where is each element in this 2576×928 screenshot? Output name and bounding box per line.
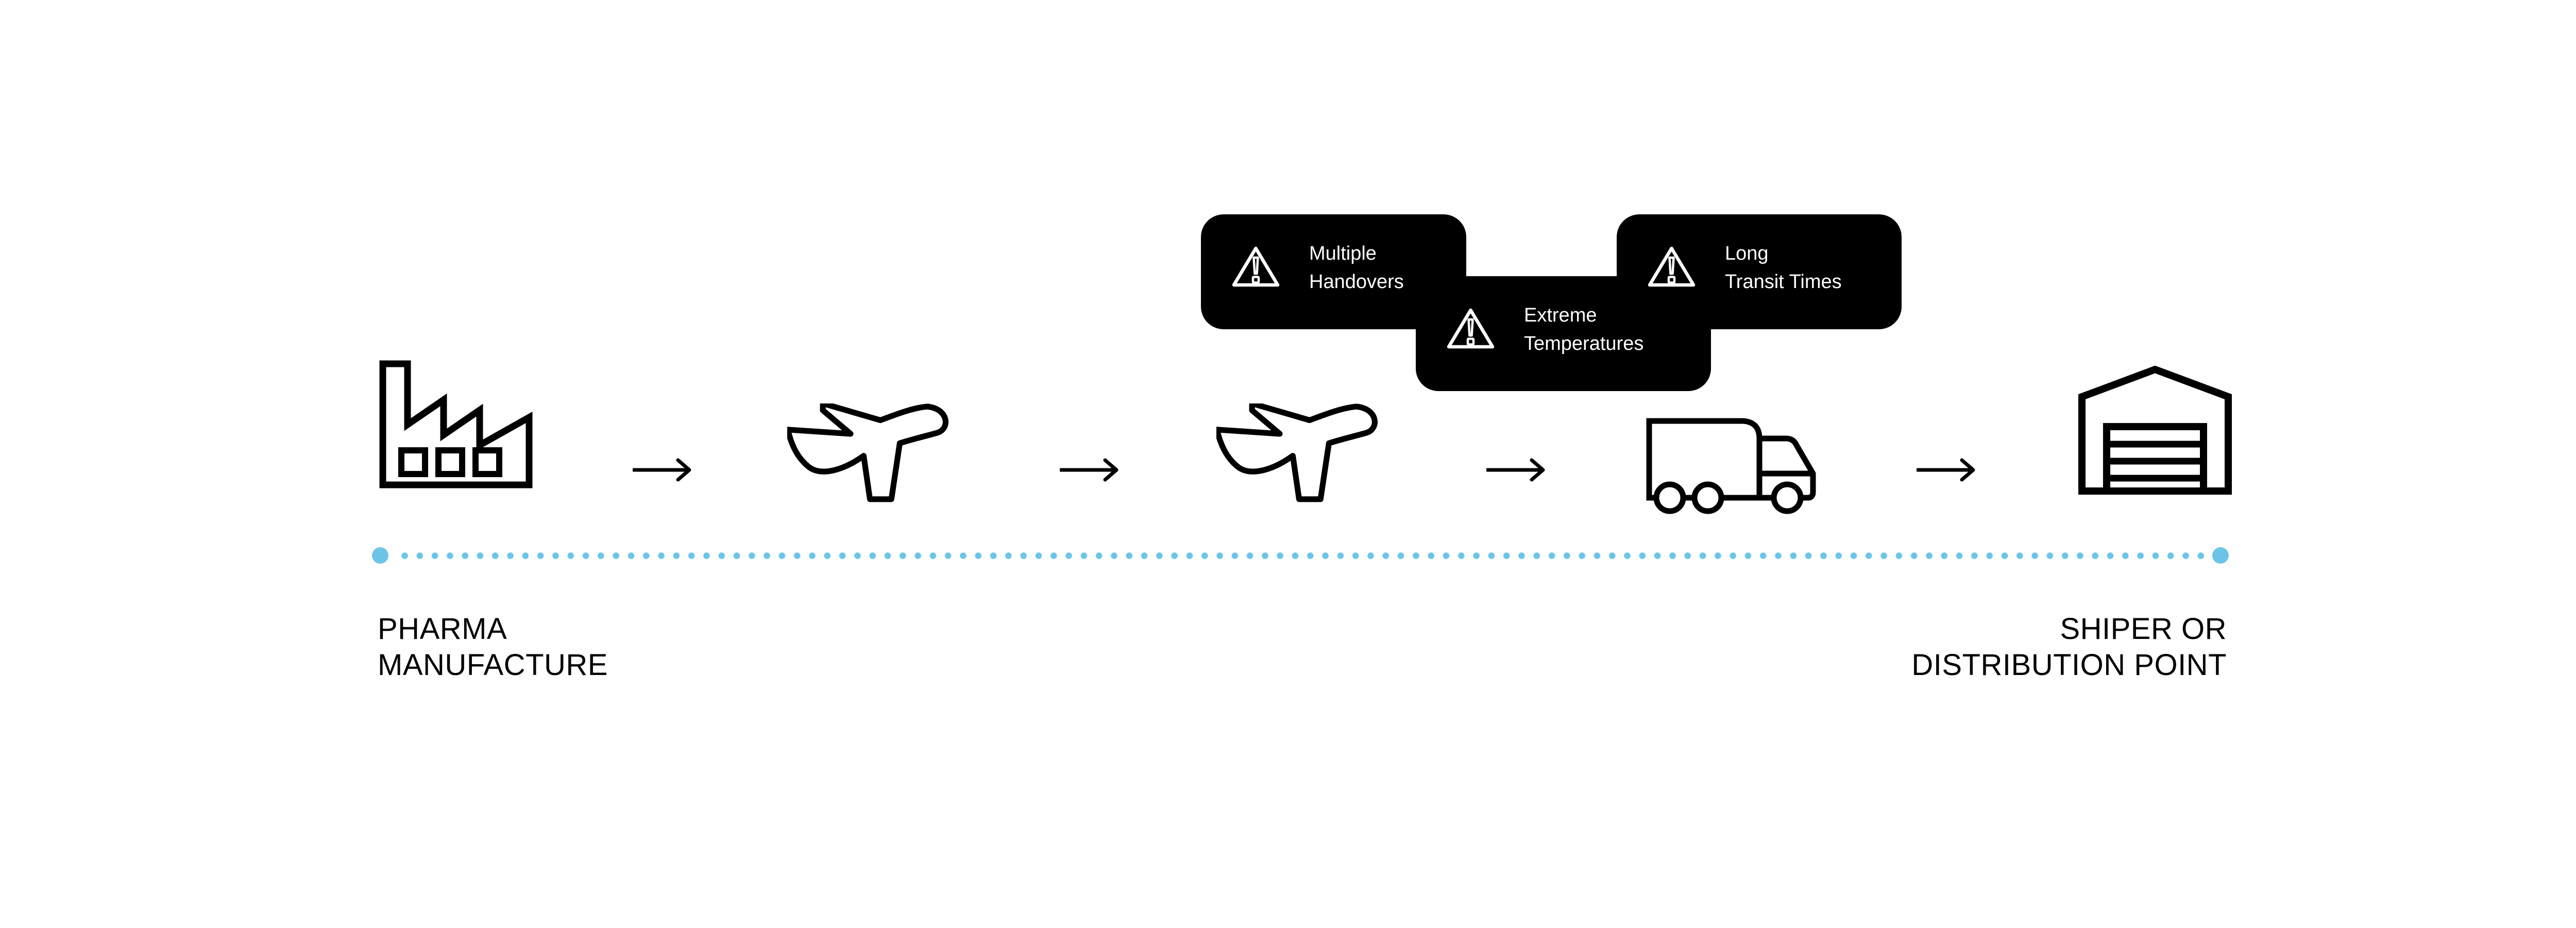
route-start-dot: [372, 547, 388, 564]
start-label: PHARMA MANUFACTURE: [378, 612, 608, 682]
end-label: SHIPER OR DISTRIBUTION POINT: [1911, 612, 2227, 682]
warehouse-icon: [2078, 366, 2232, 495]
arrow-right-icon: [1485, 457, 1547, 486]
truck-icon: [1645, 415, 1820, 514]
warning-label: Long Transit Times: [1725, 243, 1842, 293]
warning-label: Extreme Temperatures: [1524, 305, 1644, 355]
warning-triangle-icon: [1231, 245, 1280, 291]
warning-callout-long-transit-times: Long Transit Times: [1617, 214, 1902, 329]
route-end-dot: [2212, 547, 2229, 564]
warning-triangle-icon: [1446, 307, 1495, 353]
factory-icon: [379, 358, 533, 489]
arrow-right-icon: [632, 457, 693, 486]
arrow-right-icon: [1059, 457, 1121, 486]
airplane-icon: [1216, 403, 1379, 505]
warning-callout-multiple-handovers: Multiple Handovers: [1201, 214, 1466, 329]
warning-label: Multiple Handovers: [1309, 243, 1404, 293]
airplane-icon: [787, 403, 950, 505]
route-dotted-line: [401, 552, 2204, 559]
arrow-right-icon: [1916, 457, 1977, 486]
warning-triangle-icon: [1647, 245, 1696, 291]
